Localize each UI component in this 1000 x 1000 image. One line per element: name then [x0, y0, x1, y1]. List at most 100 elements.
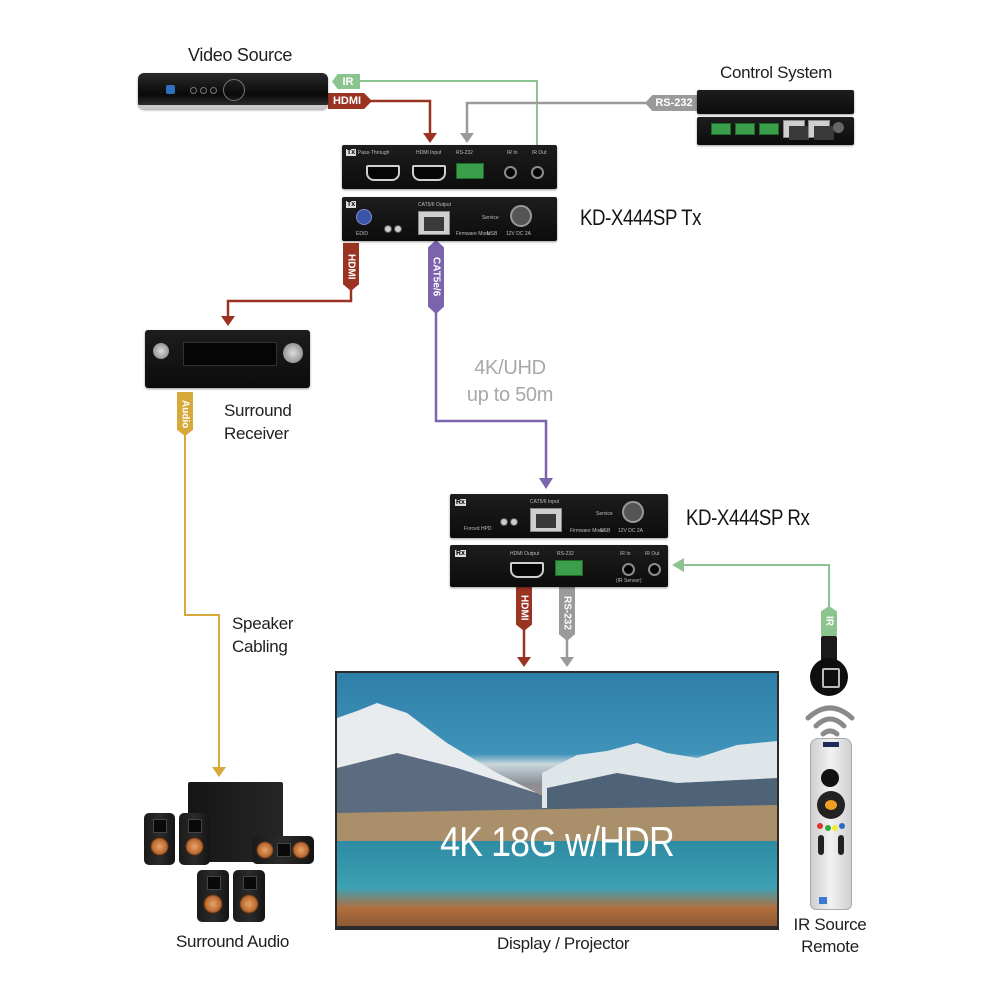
tx-port-rs232: RS-232 — [456, 150, 473, 156]
speaker-center — [252, 836, 314, 864]
rx-port-firmware-mode: Firmware Mode — [570, 528, 605, 534]
distance-label-1: 4K/UHD — [474, 357, 546, 379]
speaker-front-right — [179, 813, 210, 865]
ir-in-jack — [504, 166, 517, 179]
hdmi-arrow-receiver — [221, 316, 235, 326]
rx-rear-panel: Rx HDMI Output RS-232 IR In IR Out (IR S… — [450, 545, 668, 587]
rx-ir-out-jack — [648, 563, 661, 576]
rx-model-label: KD-X444SP Rx — [686, 505, 810, 530]
video-source-device — [138, 73, 328, 109]
control-system-label: Control System — [720, 63, 833, 82]
cat-cable — [434, 312, 548, 480]
screen-caption: 4K 18G w/HDR — [440, 818, 675, 865]
display-screen: 4K 18G w/HDR — [335, 671, 779, 930]
rs232-arrow-top — [460, 133, 474, 143]
edid-dial-icon — [356, 209, 372, 225]
rx-port-ir-out: IR Out — [645, 551, 660, 557]
tx-port-power: 12V DC 2A — [506, 231, 532, 237]
ir-signal-icon — [805, 705, 855, 737]
tx-front-panel: Tx Pass-Through HDMI Input RS-232 IR In … — [342, 145, 557, 189]
ir-sensor-cable — [821, 636, 837, 662]
tx-port-ir-in: IR In — [507, 150, 518, 156]
rs232-tag-display: RS-232 — [559, 585, 575, 641]
hdmi-arrow-display — [517, 657, 531, 667]
surround-audio-speakers — [140, 780, 320, 925]
provider-logo-icon — [166, 85, 175, 94]
control-system-rear — [697, 117, 854, 145]
rx-port-usb: USB — [600, 528, 611, 534]
rx-port-cat-input: CAT5/6 Input — [530, 499, 560, 505]
hdmi-cable-receiver — [226, 290, 353, 318]
cat-output-port — [418, 211, 450, 235]
rx-port-hdmi-output: HDMI Output — [510, 551, 540, 557]
rx-port-service: Service — [596, 511, 613, 517]
power-jack-icon — [510, 205, 532, 227]
ir-tag-remote: IR — [821, 606, 837, 636]
ir-arrow-remote — [672, 558, 684, 572]
audio-cable — [184, 432, 220, 768]
surround-audio-label: Surround Audio — [176, 932, 289, 951]
ir-cable-top — [360, 80, 538, 152]
surround-receiver-label-1: Surround — [224, 401, 292, 420]
rx-port-forced-hpd: Forced HPD — [464, 526, 492, 532]
speaker-rear-right — [233, 870, 265, 922]
rx-port-rs232: RS-232 — [557, 551, 574, 557]
rx-power-jack-icon — [622, 501, 644, 523]
tx-rear-panel: Tx CAT5/6 Output EDID Firmware Mode Serv… — [342, 197, 557, 241]
tx-front-badge: Tx — [346, 149, 357, 156]
rx-front-panel: Rx CAT5/6 Input Forced HPD Firmware Mode… — [450, 494, 668, 538]
receiver-display — [183, 342, 277, 366]
hdmi-arrow-top — [423, 133, 437, 143]
rx-rs232-terminal — [555, 560, 583, 576]
tx-model-label: KD-X444SP Tx — [580, 205, 702, 230]
audio-tag: Audio — [177, 392, 193, 436]
speaker-cabling-label-1: Speaker — [232, 614, 294, 633]
video-source-label: Video Source — [188, 45, 293, 65]
tx-port-service: Service — [482, 215, 499, 221]
hdmi-output-port — [510, 562, 544, 578]
dial-icon — [223, 79, 245, 101]
rs232-cable-top — [465, 101, 650, 135]
ir-cable-remote — [682, 564, 830, 608]
hdmi-tag-top: HDMI — [328, 93, 372, 109]
rs232-tag-top: RS-232 — [645, 95, 697, 111]
ir-sensor — [810, 658, 848, 696]
cat-input-port — [530, 508, 562, 532]
input-knob-icon — [283, 343, 303, 363]
speaker-front-left — [144, 813, 175, 865]
tx-rear-badge: Tx — [346, 201, 357, 208]
hdmi-cable-top — [370, 99, 432, 135]
rx-port-power: 12V DC 2A — [618, 528, 644, 534]
control-system-front — [697, 90, 854, 114]
rs232-arrow-display — [560, 657, 574, 667]
audio-arrow — [212, 767, 226, 777]
ir-remote — [810, 738, 852, 910]
rs232-terminal — [456, 163, 484, 179]
hdmi-input-port — [412, 165, 446, 181]
tx-port-cat-output: CAT5/6 Output — [418, 202, 451, 208]
ir-remote-label-1: IR Source — [793, 915, 867, 934]
ir-remote-label-2: Remote — [801, 937, 859, 956]
hdmi-tag-display: HDMI — [516, 585, 532, 631]
speaker-rear-left — [197, 870, 229, 922]
cat-tag: CAT5e/6 — [428, 240, 444, 314]
cat-arrow — [539, 478, 553, 489]
rx-rear-badge: Rx — [455, 550, 466, 557]
hdmi-tag-receiver: HDMI — [343, 243, 359, 291]
display-label: Display / Projector — [497, 934, 630, 953]
rx-ir-in-jack — [622, 563, 635, 576]
ir-out-jack — [531, 166, 544, 179]
rx-port-ir-in: IR In — [620, 551, 631, 557]
tx-port-usb: USB — [487, 231, 498, 237]
mountain-scene — [337, 703, 777, 841]
tx-port-hdmi-input: HDMI Input — [416, 150, 442, 156]
surround-receiver-device — [145, 330, 310, 388]
ir-tag-top: IR — [332, 74, 360, 89]
tx-port-firmware-mode: Firmware Mode — [456, 231, 491, 237]
rx-port-ir-sensor: (IR Sensor) — [616, 578, 642, 584]
rx-front-badge: Rx — [455, 499, 466, 506]
tx-port-ir-out: IR Out — [532, 150, 547, 156]
volume-knob-icon — [153, 343, 169, 359]
power-knob-icon — [833, 122, 844, 133]
